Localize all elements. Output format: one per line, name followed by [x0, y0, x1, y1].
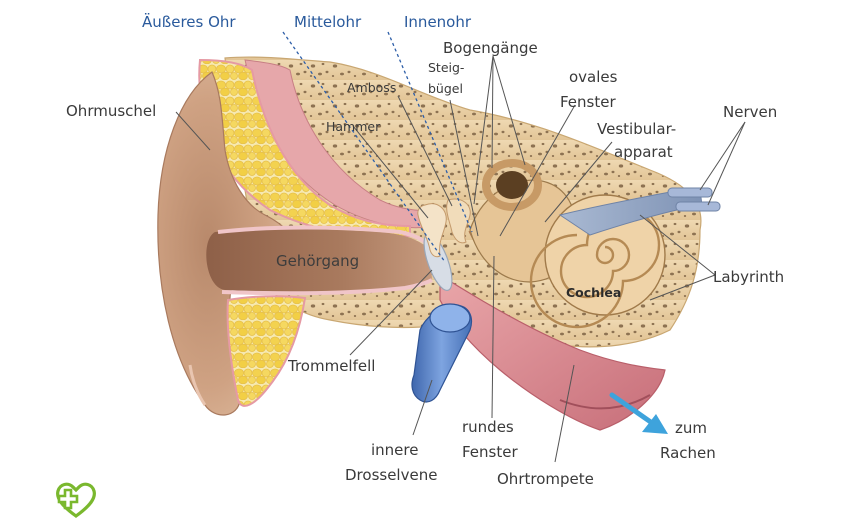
label-steigbuegel-1: Steig- [428, 60, 464, 75]
cartilage-lower [226, 295, 307, 407]
lobe-highlight [188, 364, 207, 406]
hammer-bone [417, 203, 447, 258]
label-hammer: Hammer [326, 119, 381, 134]
nerve-end-1 [667, 187, 713, 198]
eustachian-tube-fold [559, 394, 651, 410]
semicircular-canals [482, 159, 542, 211]
ear-canal [206, 229, 432, 292]
label-innere-1: innere [371, 441, 418, 459]
divider-middle-inner [387, 31, 473, 233]
label-amboss: Amboss [347, 80, 396, 95]
label-steigbuegel-2: bügel [428, 81, 463, 96]
label-gehoergang: Gehörgang [276, 252, 359, 270]
label-vestibular-1: Vestibular- [597, 120, 676, 138]
label-vestibular-2: apparat [614, 143, 673, 161]
semicircular-canal-cavity [496, 171, 528, 199]
label-ohrmuschel: Ohrmuschel [66, 102, 156, 120]
label-rachen: Rachen [660, 444, 716, 462]
label-ohrtrompete: Ohrtrompete [497, 470, 594, 488]
leader-lines [175, 55, 746, 463]
nerve-end-2 [675, 201, 721, 212]
label-zum: zum [675, 419, 707, 437]
label-cochlea: Cochlea [566, 285, 621, 300]
label-nerven: Nerven [723, 103, 777, 121]
region-outer-ear: Äußeres Ohr [142, 12, 236, 31]
label-trommelfell: Trommelfell [287, 357, 375, 375]
jugular-vein-opening [429, 303, 471, 333]
label-labyrinth: Labyrinth [713, 268, 784, 286]
arrow-down-right-icon [609, 392, 668, 434]
label-ovales-2: Fenster [560, 93, 616, 111]
label-rundes-1: rundes [462, 418, 514, 436]
canal-lining-bottom [221, 278, 433, 296]
label-rundes-2: Fenster [462, 443, 518, 461]
eustachian-tube [439, 273, 666, 431]
region-inner-ear: Innenohr [404, 13, 472, 31]
pharmacy-cross-heart-icon [56, 482, 96, 518]
label-bogengaenge: Bogengänge [443, 39, 538, 57]
label-ovales-1: ovales [569, 68, 618, 86]
divider-outer-middle [282, 31, 446, 263]
anvil-bone [446, 198, 471, 244]
label-innere-2: Drosselvene [345, 466, 437, 484]
region-middle-ear: Mittelohr [294, 13, 362, 31]
